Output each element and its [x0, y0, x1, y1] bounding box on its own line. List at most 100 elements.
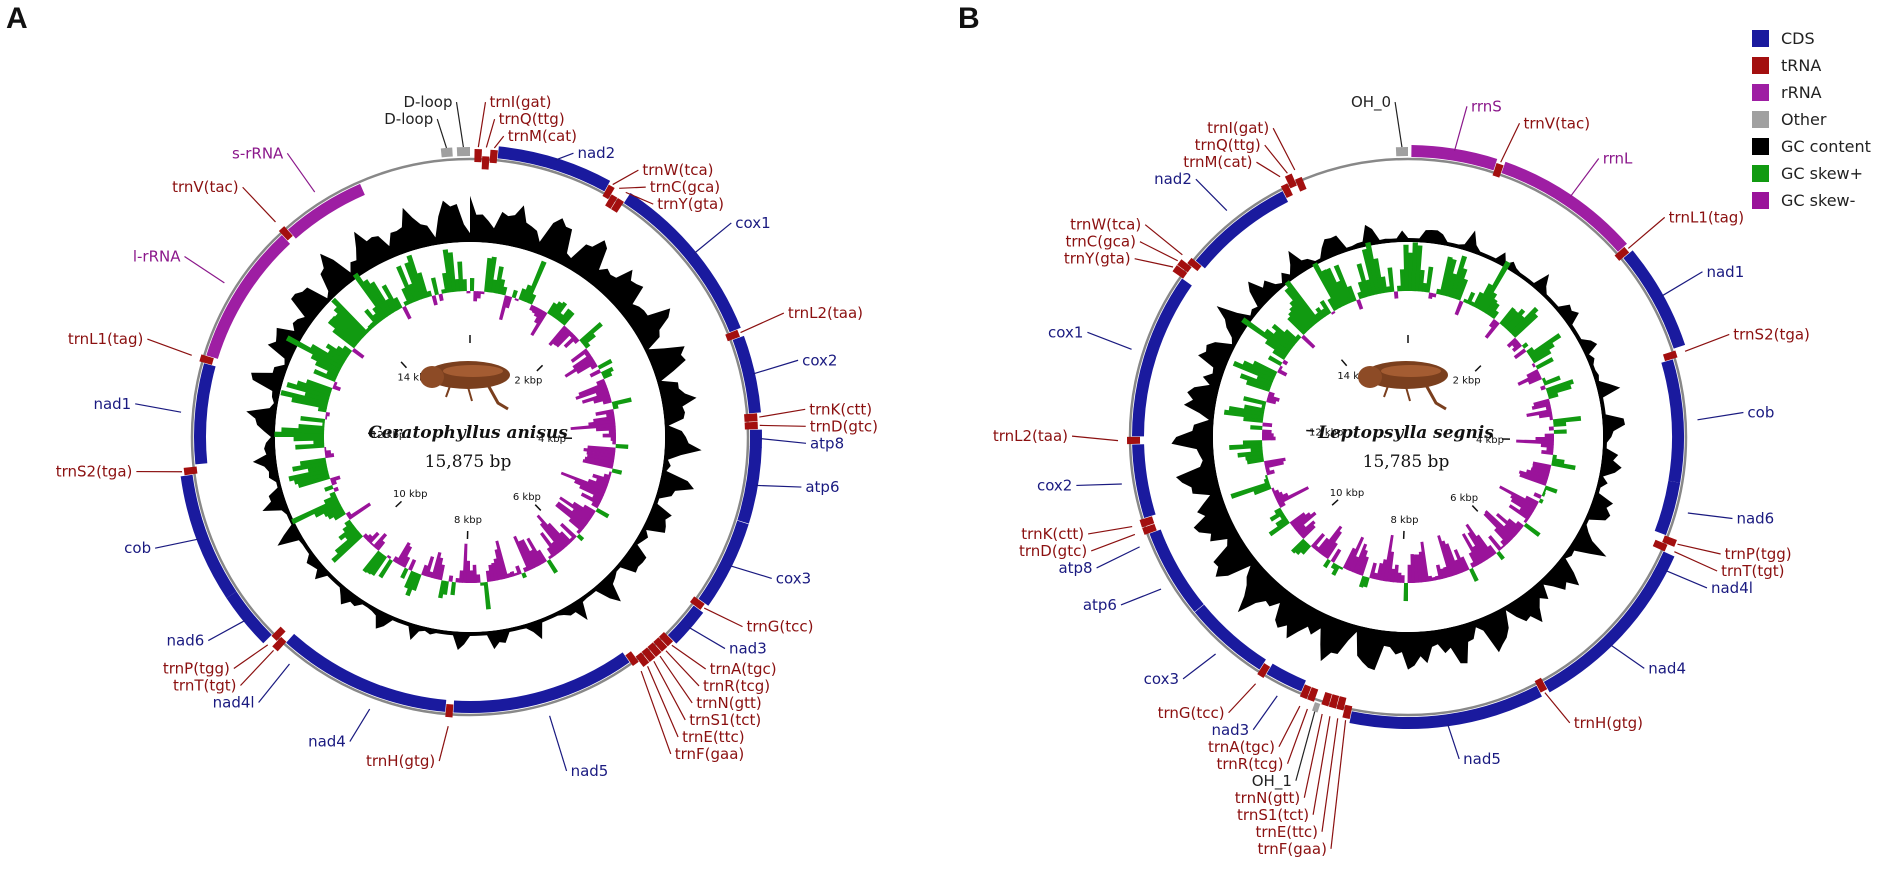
feature-trna — [272, 636, 287, 652]
gc-skew-bar — [1241, 317, 1291, 355]
feature-trna — [1342, 704, 1353, 720]
legend-swatch-icon — [1752, 57, 1769, 74]
gc-skew-bar — [530, 311, 548, 336]
gc-skew-bar — [292, 461, 327, 472]
gc-skew-bar — [333, 306, 366, 338]
feature-trna — [199, 354, 214, 365]
gc-skew-bar — [285, 335, 343, 370]
gc-skew-bar — [314, 360, 340, 376]
label-leader-line — [1195, 178, 1228, 211]
gc-skew-bar — [1393, 564, 1399, 583]
gene-label: nad3 — [729, 640, 767, 658]
legend-label: GC skew+ — [1781, 164, 1864, 183]
gc-skew-bar — [1515, 521, 1525, 529]
label-leader-line — [612, 169, 639, 186]
gc-skew-bar — [426, 290, 433, 298]
gc-skew-bar — [498, 279, 506, 295]
gc-skew-bar — [1386, 551, 1395, 582]
gene-label: trnW(tca) — [642, 161, 713, 179]
feature-trna — [489, 149, 498, 164]
gc-skew-bar — [568, 517, 584, 532]
gene-label: trnE(ttc) — [682, 728, 744, 746]
gc-skew-bar — [1356, 299, 1364, 310]
feature-cds — [1648, 551, 1675, 586]
flea-leg — [1405, 386, 1411, 402]
gc-skew-bar — [1488, 302, 1500, 318]
gc-skew-bar — [401, 287, 413, 305]
gene-label: trnC(gca) — [1066, 233, 1136, 251]
gc-skew-bar — [525, 260, 547, 304]
gene-label: trnQ(ttg) — [499, 110, 565, 128]
gc-skew-bar — [588, 419, 616, 426]
gc-skew-bar — [1512, 313, 1539, 338]
label-leader-line — [729, 565, 772, 579]
genome-size: 15,785 bp — [1363, 452, 1450, 472]
gc-skew-bar — [1266, 398, 1277, 405]
gc-skew-bar — [1250, 425, 1263, 430]
feature-cds — [497, 146, 611, 192]
gc-skew-bar — [1456, 278, 1469, 301]
label-leader-line — [1252, 695, 1278, 731]
gc-skew-bar — [338, 525, 357, 541]
gc-skew-bar — [513, 572, 519, 576]
gc-skew-bar — [372, 532, 388, 549]
gc-skew-bar — [583, 342, 591, 349]
gc-skew-bar — [344, 528, 359, 541]
gc-skew-bar — [1434, 575, 1440, 581]
gc-skew-bar — [1504, 308, 1526, 331]
gc-skew-bar — [1382, 534, 1394, 582]
feature-trna — [658, 631, 674, 647]
gc-skew-bar — [1468, 551, 1479, 567]
gc-skew-bar — [559, 496, 593, 521]
gc-skew-bar — [1264, 474, 1269, 480]
gene-label: atp6 — [805, 478, 839, 496]
label-leader-line — [759, 408, 806, 418]
gene-label: trnN(gtt) — [696, 694, 762, 712]
gc-skew-bar — [1291, 538, 1307, 554]
gc-skew-bar — [1443, 566, 1450, 578]
gene-label: nad4 — [1648, 659, 1686, 677]
gene-label: trnK(ctt) — [1021, 525, 1084, 543]
gc-skew-bar — [1453, 268, 1468, 300]
legend-swatch-icon — [1752, 138, 1769, 155]
gc-skew-bar — [476, 574, 481, 583]
gc-skew-bar — [299, 457, 327, 466]
gc-skew-bar — [1284, 280, 1320, 324]
gene-label: cox1 — [735, 214, 770, 232]
gc-skew-bar — [1262, 436, 1276, 441]
gc-skew-bar — [1488, 535, 1503, 552]
gc-skew-bar — [1531, 362, 1536, 368]
gc-skew-bar — [1253, 485, 1272, 496]
gc-skew-bar — [1540, 443, 1554, 449]
gc-skew-bar — [1397, 285, 1402, 292]
label-leader-line — [647, 666, 679, 738]
gc-skew-bar — [572, 354, 593, 370]
gc-skew-bar — [1487, 544, 1497, 556]
gc-skew-bar — [1526, 469, 1549, 480]
label-leader-line — [1312, 716, 1331, 815]
gc-skew-bar — [473, 291, 478, 302]
gc-skew-bar — [1273, 491, 1284, 499]
feature-cds — [226, 591, 272, 644]
label-leader-line — [1134, 258, 1174, 268]
gene-label: cox3 — [1144, 670, 1179, 688]
feature-cds — [453, 652, 630, 713]
feature-trna — [689, 596, 705, 610]
label-leader-line — [1687, 512, 1733, 520]
feature-cds — [1195, 191, 1289, 269]
gc-skew-bar — [1261, 404, 1266, 409]
gc-skew-bar — [552, 327, 570, 346]
label-leader-line — [665, 650, 700, 687]
label-leader-line — [242, 186, 276, 223]
gc-skew-bar — [587, 445, 616, 452]
gc-skew-bar — [1287, 315, 1307, 336]
gene-label: cox2 — [1037, 476, 1072, 494]
feature-trna — [1294, 176, 1307, 192]
gc-skew-bar — [1500, 539, 1508, 547]
gc-skew-bar — [521, 284, 532, 302]
gc-skew-bar — [1295, 541, 1309, 555]
gene-label: rrnS — [1471, 97, 1502, 115]
gc-skew-bar — [333, 381, 338, 387]
gc-skew-bar — [1545, 379, 1574, 393]
